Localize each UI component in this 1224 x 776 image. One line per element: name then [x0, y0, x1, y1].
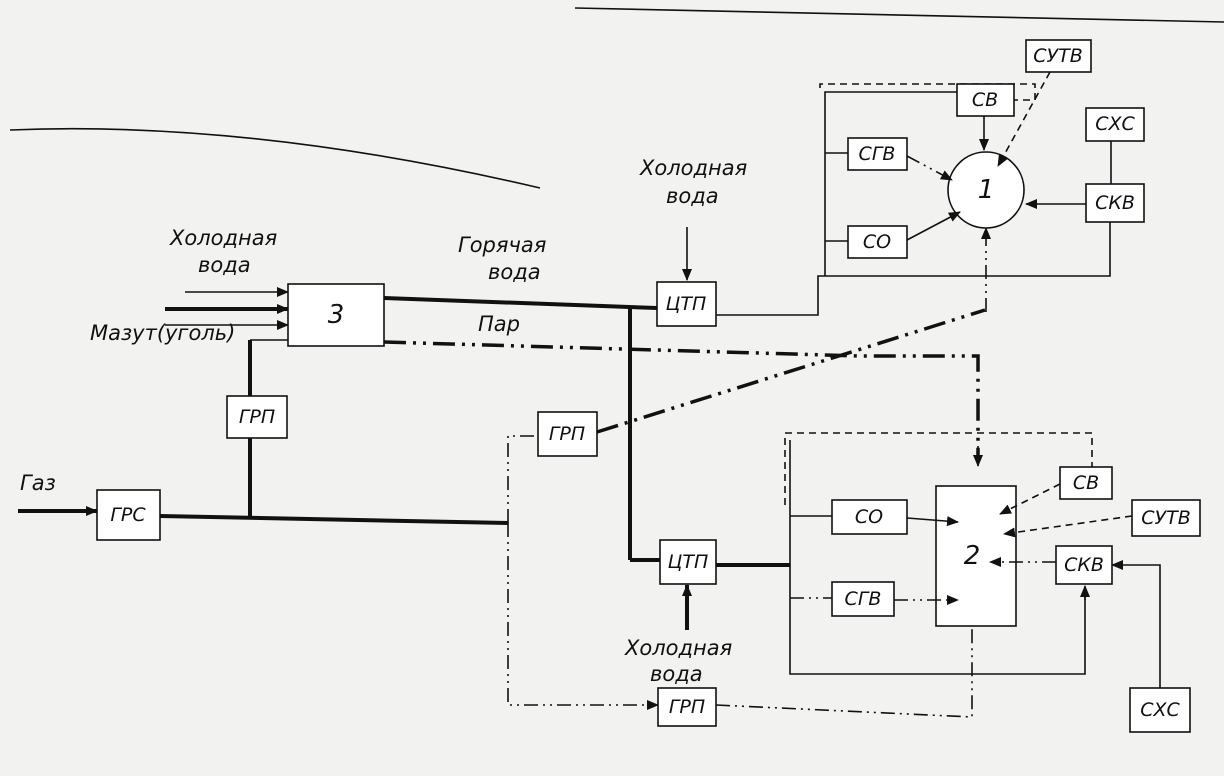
ctp-top-node: ЦТП: [656, 281, 717, 327]
hot-water-main: [383, 296, 658, 310]
sv-bottom-label: СВ: [1073, 472, 1099, 494]
grp-mid-to-consumer1: [596, 308, 986, 434]
shs-top-label: СХС: [1095, 113, 1135, 135]
grp-bottom-label: ГРП: [669, 696, 705, 718]
plant-3-label: 3: [328, 300, 345, 330]
ctp-top-label: ЦТП: [666, 293, 707, 315]
shs-bottom-node: СХС: [1129, 687, 1191, 733]
gas-to-grp-mid: [507, 435, 538, 523]
sgv-bottom-node: СГВ: [831, 581, 895, 617]
skv-bottom-node: СКВ: [1055, 545, 1113, 585]
ctp-top-supply: [824, 91, 957, 276]
sv-bottom-dashed-loop: [784, 432, 1093, 505]
grp-mid-node: ГРП: [537, 411, 598, 457]
sutv-top-node: СУТВ: [1025, 39, 1092, 73]
sutv-bottom-label: СУТВ: [1141, 507, 1191, 529]
grp-left-label: ГРП: [239, 406, 275, 428]
so-bottom-node: СО: [831, 499, 908, 535]
sv-top-node: СВ: [956, 83, 1015, 117]
ctp-bottom-loop: [789, 440, 1086, 675]
plant-3-node: 3: [287, 283, 385, 347]
skv-top-label: СКВ: [1095, 192, 1135, 214]
shs-bottom-label: СХС: [1140, 699, 1180, 721]
hot-water-line1: Горячая: [458, 233, 546, 257]
sutv-bottom-node: СУТВ: [1131, 499, 1201, 537]
shs-to-skv-bottom: [1111, 560, 1161, 688]
sgv-top-label: СГВ: [859, 143, 896, 165]
shs-top-node: СХС: [1085, 107, 1145, 142]
sutv-to-1: [997, 71, 1051, 167]
sv-top-label: СВ: [972, 89, 998, 111]
skv-bottom-label: СКВ: [1064, 554, 1104, 576]
mazut-label: Мазут(уголь): [90, 321, 235, 345]
hot-water-line2: вода: [488, 260, 541, 284]
consumer-2-label: 2: [964, 541, 981, 571]
cold-water-top-line2: вода: [666, 184, 719, 208]
ctp-bottom-label: ЦТП: [668, 551, 709, 573]
grp-left-node: ГРП: [226, 395, 288, 439]
gas-label: Газ: [20, 471, 56, 495]
so-top-node: СО: [847, 225, 908, 259]
so-to-1: [906, 211, 961, 241]
so-bottom-label: СО: [855, 506, 883, 528]
sutv-top-label: СУТВ: [1033, 45, 1083, 67]
steam-label: Пар: [478, 312, 520, 336]
sgv-to-1: [906, 155, 953, 181]
gas-main-line: [159, 514, 509, 525]
cold-water-left-line1: Холодная: [169, 226, 277, 250]
grp-bottom-to-consumer2: [715, 611, 977, 718]
consumer-1-label: 1: [978, 175, 995, 205]
so-to-2: [906, 516, 959, 527]
sv-top-dashed-loop: [819, 83, 1036, 101]
so-top-label: СО: [863, 231, 891, 253]
grp-bottom-node: ГРП: [657, 687, 717, 727]
sv-bottom-node: СВ: [1059, 466, 1113, 500]
sutv-to-2: [1003, 515, 1133, 538]
cold-water-top-line1: Холодная: [639, 156, 747, 180]
cold-water-left-line2: вода: [198, 253, 251, 277]
steam-line: [383, 340, 980, 462]
grp-mid-label: ГРП: [549, 423, 585, 445]
cold-water-bottom-line1: Холодная: [624, 636, 732, 660]
grs-node: ГРС: [96, 489, 161, 541]
ctp-bottom-node: ЦТП: [659, 539, 717, 585]
consumer-1-circle: [947, 151, 1025, 229]
cold-water-bottom-line2: вода: [650, 662, 703, 686]
sgv-bottom-label: СГВ: [845, 588, 882, 610]
grs-label: ГРС: [110, 504, 146, 526]
ctp-top-return: [716, 222, 1111, 316]
sgv-top-node: СГВ: [847, 137, 908, 171]
paper-edge: [574, 7, 1224, 23]
paper-curve: [9, 127, 541, 189]
skv-top-node: СКВ: [1085, 183, 1145, 223]
gas-to-grp-bottom: [507, 523, 659, 710]
